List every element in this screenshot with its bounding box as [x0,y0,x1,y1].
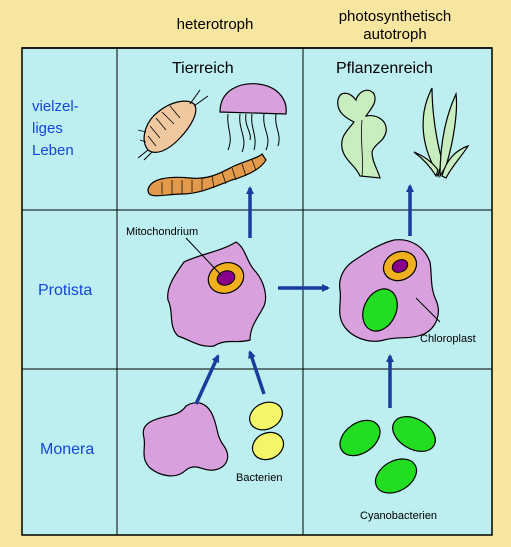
column-header-autotroph: photosynthetisch autotroph [320,8,470,44]
seagrass-drawing [413,87,470,179]
column-header-heterotroph: heterotroph [176,16,254,33]
arrow-monera-to-protist-left [194,354,220,405]
cyanobacterium-2 [392,416,436,452]
row-label-multicellular: vielzel- liges Leben [32,96,79,162]
autotroph-mitochondrium-inner [391,259,409,273]
mitochondrium-inner [216,270,236,286]
kingdom-title-animal: Tierreich [172,60,234,77]
woodlouse-drawing [137,89,209,161]
label-chloroplast: Chloroplast [420,333,476,345]
row-label-multicellular-line3: Leben [32,142,74,159]
bacterium-2 [251,431,285,461]
label-cyanobacteria: Cyanobacterien [360,510,438,522]
column-header-autotroph-line1: photosynthetisch [338,8,452,25]
arrow-bacteria-to-protist [248,350,266,395]
row-label-protista: Protista [38,282,93,299]
label-bacteria: Bacterien [236,472,283,484]
chloroplast-pointer [415,297,441,323]
row-label-multicellular-line2: liges [32,120,63,137]
cyanobacterium-1 [339,419,381,457]
alga-drawing [337,89,387,179]
bacterium-1 [249,401,283,431]
row-label-monera: Monera [40,441,95,458]
mitochondrium-pointer [185,237,223,277]
worm-drawing [147,153,267,197]
row-label-multicellular-line1: vielzel- [32,98,79,115]
jellyfish-drawing [219,83,287,153]
cyanobacterium-3 [374,458,418,494]
label-mitochondrium: Mitochondrium [126,226,199,238]
kingdom-title-plant: Pflanzenreich [336,60,433,77]
chloroplast-shape [362,288,398,332]
column-header-autotroph-line2: autotroph [363,26,427,43]
